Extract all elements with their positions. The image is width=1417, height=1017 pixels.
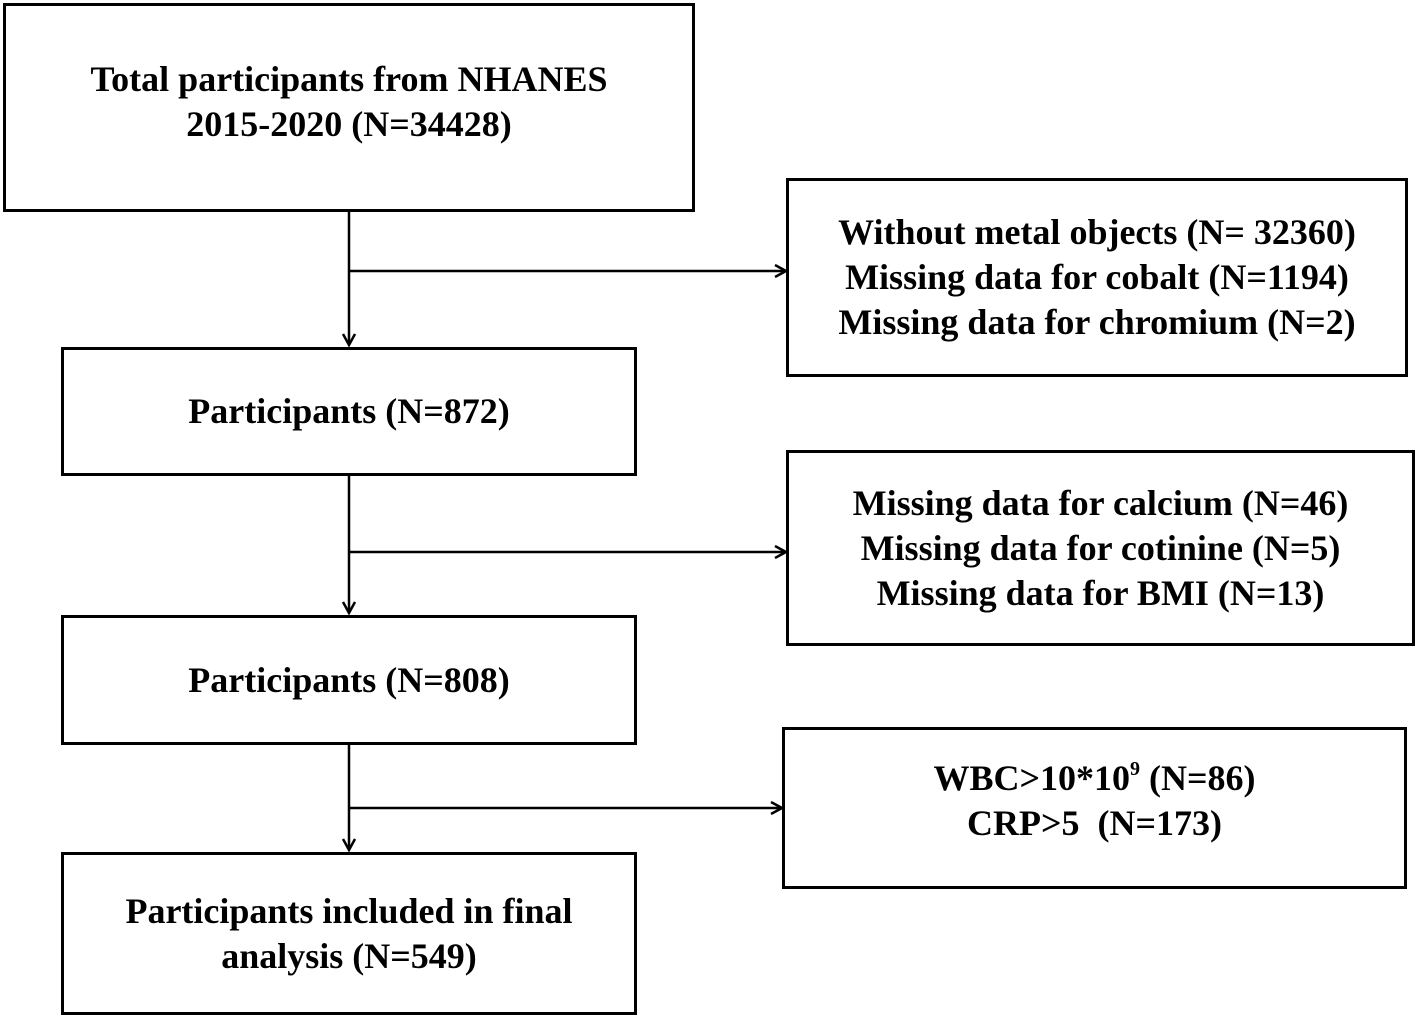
start-line-2: 2015-2020 (N=34428)	[186, 103, 512, 144]
exclusion-1-chromium: Missing data for chromium (N=2)	[838, 302, 1356, 342]
exclusion-box-3: WBC>10*109 (N=86) CRP>5 (N=173)	[782, 727, 1407, 889]
wbc-prefix: WBC>10*10	[933, 758, 1131, 798]
participants-808-label: Participants (N=808)	[188, 659, 510, 700]
final-line-1: Participants included in final	[125, 890, 573, 931]
exclusion-2-bmi: Missing data for BMI (N=13)	[876, 572, 1325, 613]
participants-872-box: Participants (N=872)	[61, 347, 637, 476]
exclusion-3-wbc: WBC>10*109 (N=86)	[933, 756, 1255, 801]
exclusion-1-metal: Without metal objects (N= 32360)	[838, 212, 1356, 252]
exclusion-box-2: Missing data for calcium (N=46) Missing …	[786, 450, 1415, 646]
wbc-exponent: 9	[1130, 758, 1141, 780]
start-line-1: Total participants from NHANES	[90, 58, 608, 99]
exclusion-3-crp: CRP>5 (N=173)	[967, 803, 1222, 843]
exclusion-1-cobalt: Missing data for cobalt (N=1194)	[845, 257, 1349, 297]
wbc-suffix: (N=86)	[1140, 758, 1256, 798]
final-line-2: analysis (N=549)	[221, 935, 477, 976]
participants-808-box: Participants (N=808)	[61, 615, 637, 745]
participants-872-label: Participants (N=872)	[188, 391, 510, 431]
exclusion-2-cotinine: Missing data for cotinine (N=5)	[860, 527, 1341, 568]
final-analysis-box: Participants included in final analysis …	[61, 852, 637, 1015]
start-box: Total participants from NHANES 2015-2020…	[3, 3, 695, 212]
exclusion-box-1: Without metal objects (N= 32360) Missing…	[786, 178, 1408, 377]
exclusion-2-calcium: Missing data for calcium (N=46)	[852, 482, 1349, 523]
